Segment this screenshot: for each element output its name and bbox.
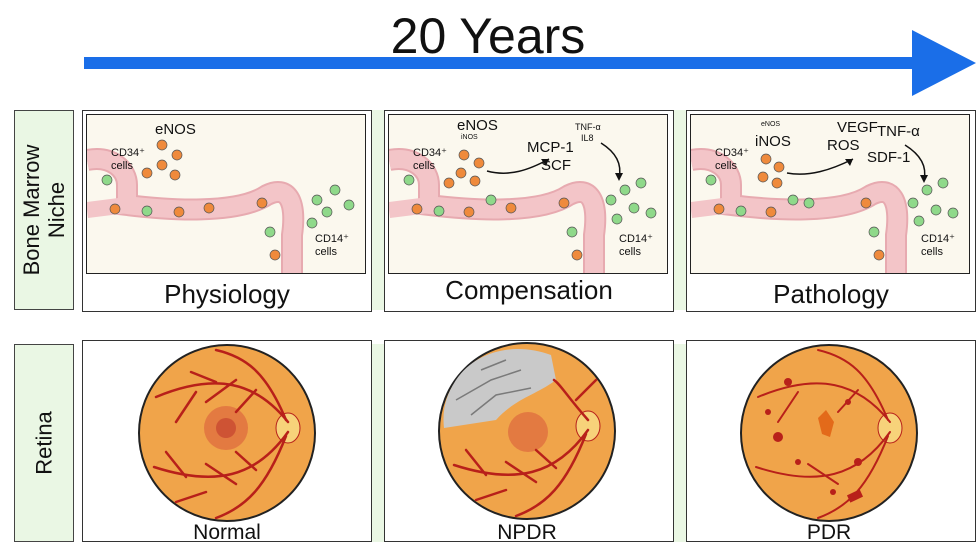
cd34-label: CD34⁺ cells: [715, 147, 749, 173]
stage-compensation: Compensation: [379, 275, 679, 305]
niche-compensation: CD34⁺ cells eNOS iNOS MCP-1 SCF TNF-α IL…: [388, 114, 668, 274]
tnf-alpha-label: TNF-α: [575, 122, 601, 132]
sidebar-bone-marrow: Bone Marrow Niche: [14, 110, 74, 310]
bone-marrow-niche-label: Bone Marrow Niche: [19, 145, 69, 276]
cd14-label: CD14⁺ cells: [921, 233, 955, 259]
retina-pdr-label: PDR: [729, 522, 929, 544]
inos-label: iNOS: [461, 134, 478, 142]
enos-label: eNOS: [457, 117, 498, 134]
fundus-normal: [136, 342, 318, 524]
section-divider: [82, 312, 976, 340]
retina-label: Retina: [32, 411, 57, 475]
enos-label-small: eNOS: [761, 121, 780, 129]
sdf1-label: SDF-1: [867, 149, 910, 166]
enos-label: eNOS: [155, 121, 196, 138]
fundus-npdr: [436, 340, 618, 522]
panel-gap: [672, 344, 686, 542]
stage-physiology: Physiology: [77, 279, 377, 309]
panel-gap: [370, 344, 384, 542]
cd14-label: CD14⁺ cells: [315, 233, 349, 259]
niche-pathology: CD34⁺ cells eNOS iNOS VEGF ROS TNF-α SDF…: [690, 114, 970, 274]
cd34-label: CD34⁺ cells: [111, 147, 145, 173]
cd34-label: CD34⁺ cells: [413, 147, 447, 173]
mcp1-label: MCP-1: [527, 139, 574, 156]
vegf-label: VEGF: [837, 119, 878, 136]
il8-label: IL8: [581, 133, 594, 143]
retina-normal-label: Normal: [127, 522, 327, 544]
ros-label: ROS: [827, 137, 860, 154]
cd14-label: CD14⁺ cells: [619, 233, 653, 259]
stage-pathology: Pathology: [681, 279, 976, 309]
sidebar-retina: Retina: [14, 344, 74, 542]
niche-physiology: CD34⁺ cells eNOS CD14⁺ cells: [86, 114, 366, 274]
retina-npdr-label: NPDR: [427, 522, 627, 544]
fundus-pdr: [738, 342, 920, 524]
inos-label: iNOS: [755, 133, 791, 150]
tnf-alpha-label: TNF-α: [877, 123, 920, 140]
scf-label: SCF: [541, 157, 571, 174]
timeline-arrow: [0, 0, 976, 110]
